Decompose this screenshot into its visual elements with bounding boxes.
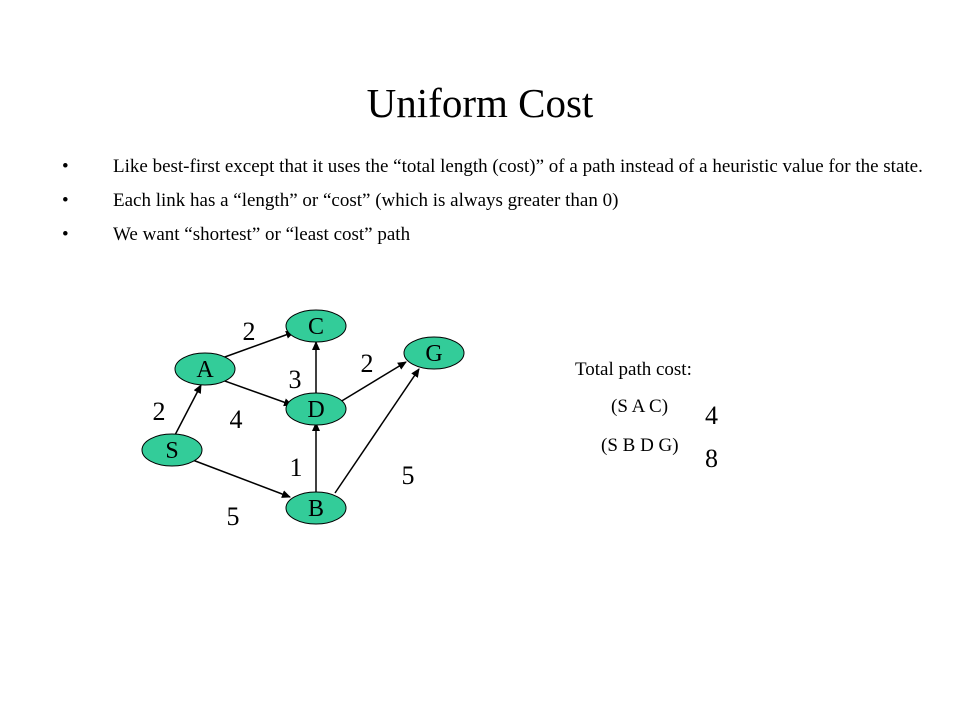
path-cost-sbdg: 8: [705, 444, 718, 473]
slide-title: Uniform Cost: [366, 80, 594, 126]
node-c-label: C: [308, 314, 324, 340]
node-a: A: [174, 352, 236, 386]
node-d-label: D: [307, 397, 324, 423]
edge-cost-d-c: 3: [289, 365, 302, 394]
edge-cost-d-g: 2: [361, 349, 374, 378]
graph-edges: [174, 330, 420, 498]
node-s-shape: [141, 433, 203, 467]
edge-cost-a-c: 2: [243, 317, 256, 346]
graph-nodes: S A C D B G: [141, 309, 465, 525]
node-s: S: [141, 433, 203, 467]
bullet-text: Each link has a “length” or “cost” (whic…: [113, 190, 619, 211]
bullet-item: • We want “shortest” or “least cost” pat…: [62, 221, 942, 248]
bullet-list: • Like best-first except that it uses th…: [62, 153, 942, 255]
node-c-shape: [285, 309, 347, 343]
node-s-label: S: [165, 438, 178, 464]
edge-d-g: [339, 361, 407, 403]
node-d: D: [285, 392, 347, 426]
edge-cost-a-d: 4: [230, 405, 243, 434]
edge-s-b: [189, 458, 291, 498]
path-cost-title: Total path cost:: [575, 359, 692, 380]
node-g-label: G: [425, 341, 442, 367]
node-b-label: B: [308, 496, 324, 522]
node-g-shape: [403, 336, 465, 370]
bullet-text: Like best-first except that it uses the …: [113, 156, 923, 177]
edge-cost-s-b: 5: [227, 502, 240, 531]
edge-a-d: [221, 379, 293, 407]
node-c: C: [285, 309, 347, 343]
edge-cost-b-d: 1: [290, 453, 303, 482]
graph-edge-costs: 2 5 2 4 3 1 2 5: [153, 317, 415, 531]
node-b-shape: [285, 491, 347, 525]
path-cost-sac: 4: [705, 401, 718, 430]
node-a-shape: [174, 352, 236, 386]
edge-cost-s-a: 2: [153, 397, 166, 426]
node-d-shape: [285, 392, 347, 426]
edge-s-a: [174, 384, 202, 436]
path-label-sbdg: (S B D G): [601, 435, 679, 456]
node-g: G: [403, 336, 465, 370]
path-label-sac: (S A C): [611, 396, 669, 417]
bullet-item: • Like best-first except that it uses th…: [62, 153, 942, 180]
node-a-label: A: [196, 357, 214, 383]
bullet-dot: •: [62, 190, 69, 211]
bullet-dot: •: [62, 156, 69, 177]
bullet-item: • Each link has a “length” or “cost” (wh…: [62, 187, 942, 214]
bullet-text: We want “shortest” or “least cost” path: [113, 224, 411, 245]
edge-cost-b-g: 5: [402, 461, 415, 490]
edge-b-g: [334, 368, 420, 494]
bullet-dot: •: [62, 224, 69, 245]
edge-a-c: [221, 330, 295, 359]
node-b: B: [285, 491, 347, 525]
